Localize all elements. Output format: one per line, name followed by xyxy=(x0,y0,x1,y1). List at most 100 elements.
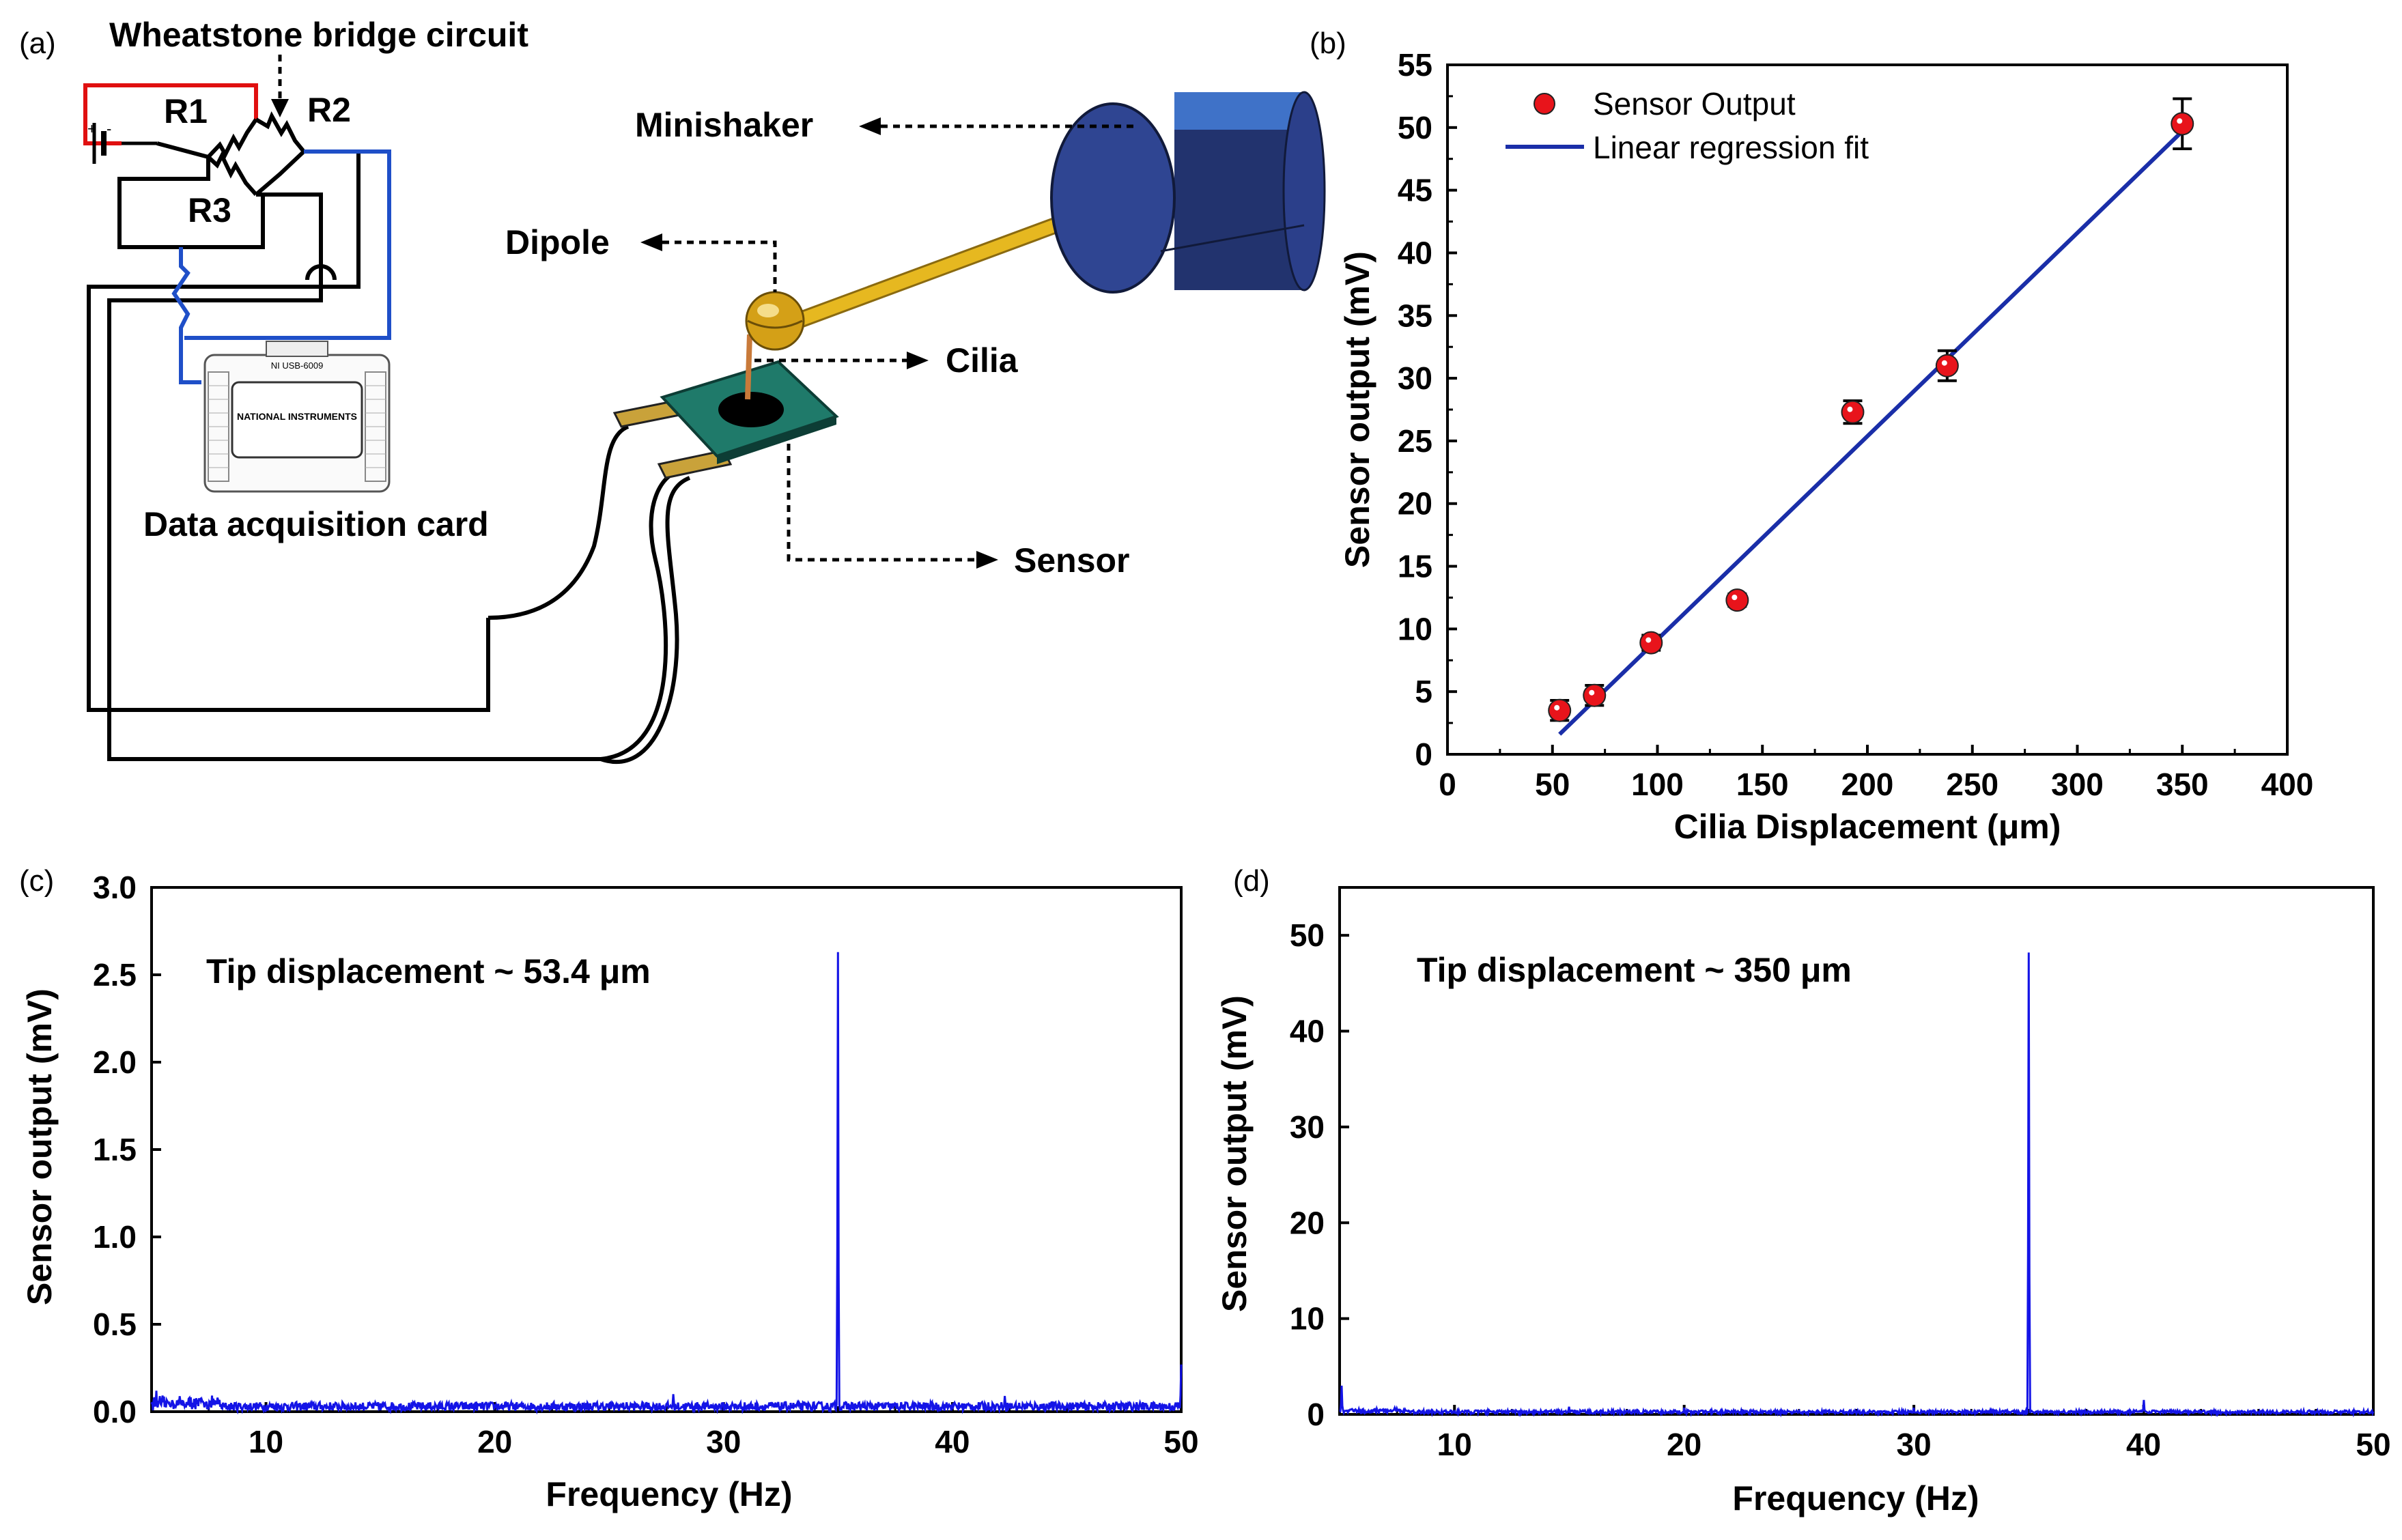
regression-line xyxy=(1558,130,2184,736)
data-point xyxy=(1841,400,1865,424)
minishaker-label: Minishaker xyxy=(635,106,813,144)
y-tick-label: 0.5 xyxy=(93,1307,137,1342)
y-axis-label-d: Sensor output (mV) xyxy=(1215,995,1254,1312)
daq-label: Data acquisition card xyxy=(143,505,489,543)
y-tick-label: 0 xyxy=(1307,1397,1325,1432)
y-tick-label: 1.0 xyxy=(93,1219,137,1255)
data-point-highlight xyxy=(1645,637,1652,643)
x-tick-label: 300 xyxy=(2051,767,2104,802)
x-tick-label: 40 xyxy=(2126,1427,2161,1462)
y-tick-label: 10 xyxy=(1290,1301,1325,1337)
plot-frame-b xyxy=(1446,63,2289,756)
dipole-arrow xyxy=(662,240,777,292)
panel-a-schematic: (a) Wheatstone bridge circuit + - R1 R2 … xyxy=(19,16,1326,765)
dipole-highlight xyxy=(757,304,779,317)
daq-pins-left xyxy=(208,371,229,482)
legend-label-fit: Linear regression fit xyxy=(1593,130,1869,165)
x-tick-label: 30 xyxy=(1897,1427,1932,1462)
wheatstone-label: Wheatstone bridge circuit xyxy=(109,16,528,54)
data-point-highlight xyxy=(2177,118,2183,124)
panel-label-b: (b) xyxy=(1310,27,1346,60)
y-tick-label: 3.0 xyxy=(93,870,137,905)
legend-label-sensor-output: Sensor Output xyxy=(1593,86,1796,122)
minishaker-arrowhead xyxy=(859,117,881,135)
x-tick-label: 50 xyxy=(2356,1427,2390,1462)
sensor-lead-bottom xyxy=(657,449,733,479)
legend-marker-sensor-output xyxy=(1534,93,1555,115)
cilia-arrowhead xyxy=(907,352,929,369)
dipole-sphere xyxy=(745,291,805,351)
x-tick-label: 10 xyxy=(1437,1427,1472,1462)
y-tick-label: 50 xyxy=(1398,110,1432,145)
r1-label: R1 xyxy=(164,92,208,130)
y-tick-label: 0.0 xyxy=(93,1394,137,1429)
chart-marks-d xyxy=(1339,952,2375,1418)
x-tick-label: 400 xyxy=(2261,767,2314,802)
daq-card: NATIONAL INSTRUMENTS NI USB-6009 xyxy=(203,341,391,493)
y-tick-label: 10 xyxy=(1398,611,1432,646)
y-tick-label: 30 xyxy=(1398,360,1432,396)
data-point xyxy=(1548,698,1572,722)
y-tick-label: 20 xyxy=(1290,1205,1325,1240)
shaker-face xyxy=(1050,102,1176,294)
data-point-highlight xyxy=(1589,689,1595,696)
panel-label-a: (a) xyxy=(19,27,56,60)
x-tick-label: 20 xyxy=(1667,1427,1701,1462)
data-point xyxy=(1639,631,1663,655)
x-tick-label: 100 xyxy=(1631,767,1684,802)
bridge-r3-wire xyxy=(117,157,265,249)
bridge-output-wire-c xyxy=(107,280,601,761)
resistor-r4 xyxy=(255,149,306,197)
blue-wire-b xyxy=(171,247,201,384)
x-tick-label: 250 xyxy=(1946,767,1998,802)
y-tick-label: 30 xyxy=(1290,1109,1325,1145)
dipole-label: Dipole xyxy=(505,223,610,261)
data-point-highlight xyxy=(1847,406,1853,412)
y-tick-label: 25 xyxy=(1398,423,1432,459)
cilia xyxy=(745,334,752,400)
y-axis-label-c: Sensor output (mV) xyxy=(20,988,59,1305)
sensor-lead-wire-1 xyxy=(600,469,683,761)
x-tick-label: 20 xyxy=(477,1424,512,1459)
legend-b: Sensor Output Linear regression fit xyxy=(1506,86,1869,165)
y-tick-label: 15 xyxy=(1398,549,1432,584)
y-tick-label: 2.0 xyxy=(93,1044,137,1080)
daq-brand: NATIONAL INSTRUMENTS xyxy=(237,411,357,422)
y-tick-label: 50 xyxy=(1290,917,1325,953)
x-axis-label-b: Cilia Displacement (μm) xyxy=(1674,808,2061,846)
sensor-lead-wire-2 xyxy=(600,476,691,765)
x-tick-label: 10 xyxy=(249,1424,283,1459)
x-tick-label: 0 xyxy=(1439,767,1456,802)
annotation-c: Tip displacement ~ 53.4 μm xyxy=(206,952,651,990)
blue-wire-a xyxy=(184,149,391,340)
wheatstone-arrowhead xyxy=(271,99,289,117)
data-point xyxy=(1583,683,1607,707)
resistor-r1 xyxy=(206,118,258,159)
y-tick-label: 45 xyxy=(1398,173,1432,208)
x-axis-label-d: Frequency (Hz) xyxy=(1732,1479,1979,1517)
data-point-highlight xyxy=(1941,360,1947,366)
y-tick-label: 40 xyxy=(1290,1014,1325,1049)
sensor-arrowhead xyxy=(976,551,998,569)
battery-plus-icon: + xyxy=(87,120,96,137)
x-tick-label: 30 xyxy=(706,1424,741,1459)
resistor-r2 xyxy=(255,111,306,153)
sensor-label: Sensor xyxy=(1014,541,1130,580)
wheatstone-bridge: + - R1 R2 R3 xyxy=(83,83,601,761)
y-tick-label: 20 xyxy=(1398,486,1432,522)
y-tick-label: 35 xyxy=(1398,298,1432,333)
bridge-left-wire xyxy=(156,141,209,159)
data-point xyxy=(2171,112,2194,136)
r3-label: R3 xyxy=(188,191,231,229)
y-tick-label: 2.5 xyxy=(93,957,137,993)
data-point-highlight xyxy=(1732,595,1738,601)
x-tick-label: 150 xyxy=(1736,767,1789,802)
wire-crossover xyxy=(305,264,337,281)
data-point xyxy=(1935,354,1959,377)
